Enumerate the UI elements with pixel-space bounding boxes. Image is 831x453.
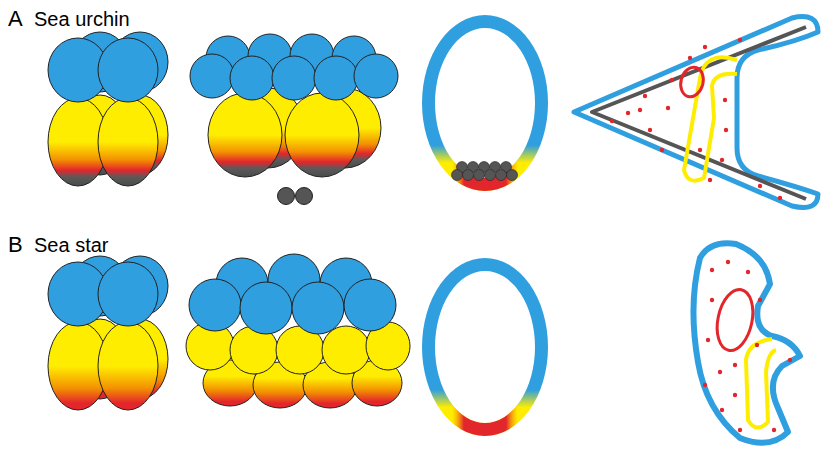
- urchin-8-cell-part: [98, 38, 158, 102]
- urchin-16-cell-part: [314, 56, 358, 100]
- bipinnaria-larva-part: [772, 428, 776, 432]
- bipinnaria-larva-part: [720, 408, 724, 412]
- pluteus-larva-part: [724, 128, 728, 132]
- urchin-8-cell: [48, 32, 168, 186]
- urchin-16-cell-part: [278, 188, 295, 205]
- star-blastula-part: [452, 405, 518, 445]
- bipinnaria-larva-part: [788, 358, 792, 362]
- pluteus-larva-part: [720, 158, 724, 162]
- star-8-cell: [48, 256, 168, 410]
- pluteus-larva-part: [703, 45, 707, 49]
- pluteus-larva-part: [670, 78, 674, 82]
- star-blastula: [422, 258, 548, 445]
- urchin-blastula-part: [485, 170, 496, 181]
- urchin-blastula-part: [452, 162, 518, 181]
- bipinnaria-larva-part: [712, 286, 758, 354]
- bipinnaria-larva-part: [703, 260, 792, 432]
- bipinnaria-larva-part: [718, 370, 722, 374]
- bipinnaria-larva-part: [733, 393, 737, 397]
- star-16-cell-part: [292, 282, 344, 334]
- star-16-cell-part: [189, 279, 241, 331]
- star-16-cell: [186, 254, 410, 408]
- pluteus-larva-part: [660, 148, 664, 152]
- pluteus-larva-part: [648, 128, 652, 132]
- star-16-cell-part: [240, 282, 292, 334]
- urchin-8-cell-part: [98, 98, 158, 186]
- panel-title: Sea urchin: [34, 8, 130, 31]
- bipinnaria-larva-part: [746, 270, 750, 274]
- pluteus-larva-part: [688, 56, 692, 60]
- pluteus-larva-part: [643, 94, 647, 98]
- urchin-blastula-part: [507, 170, 518, 181]
- bipinnaria-larva-part: [746, 339, 776, 428]
- urchin-blastula-part: [496, 170, 507, 181]
- star-8-cell-part: [98, 322, 158, 410]
- urchin-16-cell-part: [208, 93, 282, 177]
- bipinnaria-larva-part: [710, 268, 714, 272]
- pluteus-larva-part: [708, 178, 712, 182]
- urchin-16-cell: [190, 34, 398, 205]
- urchin-blastula-part: [452, 160, 518, 200]
- urchin-blastula-part: [474, 170, 485, 181]
- pluteus-larva-part: [778, 196, 782, 200]
- urchin-blastula-part: [452, 170, 463, 181]
- pluteus-larva-part: [666, 106, 670, 110]
- urchin-16-cell-part: [190, 54, 234, 98]
- pluteus-larva-part: [677, 65, 706, 100]
- star-8-cell-part: [98, 262, 158, 326]
- pluteus-larva-part: [638, 108, 642, 112]
- pluteus-larva-part: [758, 184, 762, 188]
- bipinnaria-larva-part: [755, 343, 759, 347]
- urchin-blastula-part: [422, 15, 548, 191]
- pluteus-larva-part: [610, 119, 614, 123]
- pluteus-larva: [574, 17, 818, 208]
- panel-title: Sea star: [34, 234, 108, 257]
- bipinnaria-larva-part: [693, 243, 800, 443]
- bipinnaria-larva-part: [710, 298, 714, 302]
- panel-letter: A: [8, 6, 23, 31]
- pluteus-larva-part: [738, 38, 742, 42]
- urchin-blastula: [422, 15, 548, 200]
- bipinnaria-larva-part: [706, 338, 710, 342]
- urchin-16-cell-part: [296, 188, 313, 205]
- urchin-16-cell-part: [272, 56, 316, 100]
- panel-letter: B: [8, 232, 23, 257]
- bipinnaria-larva: [693, 243, 800, 443]
- bipinnaria-larva-part: [738, 428, 742, 432]
- pluteus-larva-part: [626, 111, 630, 115]
- urchin-16-cell-part: [354, 54, 398, 98]
- pluteus-larva-part: [574, 17, 818, 208]
- urchin-16-cell-part: [230, 56, 274, 100]
- urchin-16-cell-part: [285, 93, 359, 177]
- pluteus-larva-part: [698, 148, 702, 152]
- star-16-cell-part: [322, 326, 370, 374]
- pluteus-larva-part: [684, 57, 737, 180]
- pluteus-larva-part: [592, 27, 806, 199]
- star-blastula-part: [422, 258, 548, 436]
- bipinnaria-larva-part: [726, 260, 730, 264]
- pluteus-larva-part: [723, 98, 727, 102]
- bipinnaria-larva-part: [703, 383, 707, 387]
- urchin-blastula-part: [463, 170, 474, 181]
- pluteus-larva-part: [610, 38, 782, 200]
- bipinnaria-larva-part: [758, 298, 762, 302]
- bipinnaria-larva-part: [733, 363, 737, 367]
- star-16-cell-part: [344, 279, 396, 331]
